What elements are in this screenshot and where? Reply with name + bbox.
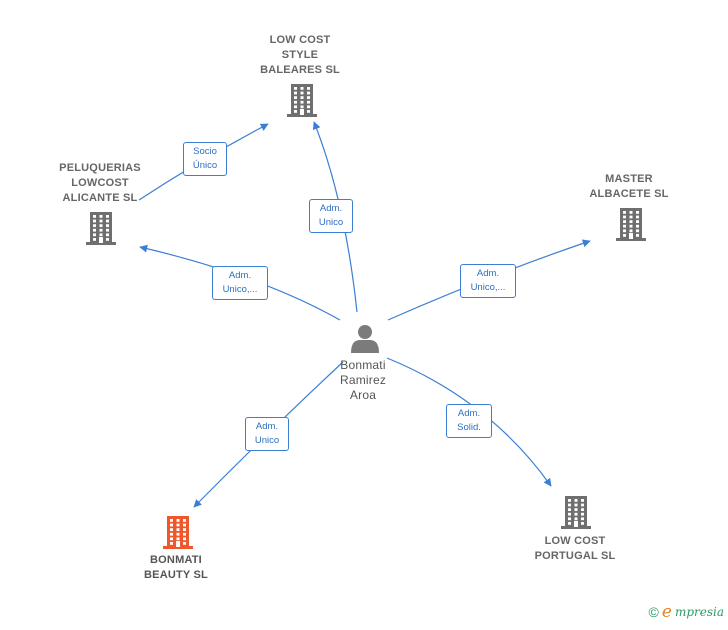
edge-label-e2[interactable]: Socio Único [183,142,227,176]
edge-label-e3[interactable]: Adm. Unico,... [212,266,268,300]
edge-label-e5[interactable]: Adm. Unico [245,417,289,451]
building-icon-low-cost-portugal[interactable] [561,496,591,529]
company-label-low-cost-portugal[interactable]: LOW COST PORTUGAL SL [534,535,616,562]
copyright-icon: © [648,604,659,620]
person-label[interactable]: Bonmati Ramirez Aroa [339,358,387,402]
building-icon-peluquerias-lowcost-alicante[interactable] [86,212,116,245]
brand-initial: e [661,602,672,622]
edge-label-e4[interactable]: Adm. Unico,... [460,264,516,298]
company-label-bonmati-beauty[interactable]: BONMATI BEAUTY SL [144,554,208,581]
building-icon-master-albacete[interactable] [616,208,646,241]
building-icon-bonmati-beauty[interactable] [163,516,193,549]
company-label-peluquerias-lowcost-alicante[interactable]: PELUQUERIAS LOWCOST ALICANTE SL [59,162,141,204]
person-icon[interactable] [351,325,379,353]
company-label-low-cost-style-baleares[interactable]: LOW COST STYLE BALEARES SL [260,34,340,76]
edge-label-e1[interactable]: Adm. Unico [309,199,353,233]
building-icon-low-cost-style-baleares[interactable] [287,84,317,117]
brand-name: mpresia [674,605,724,619]
company-label-master-albacete[interactable]: MASTER ALBACETE SL [589,173,669,200]
edge-label-e6[interactable]: Adm. Solid. [446,404,492,438]
